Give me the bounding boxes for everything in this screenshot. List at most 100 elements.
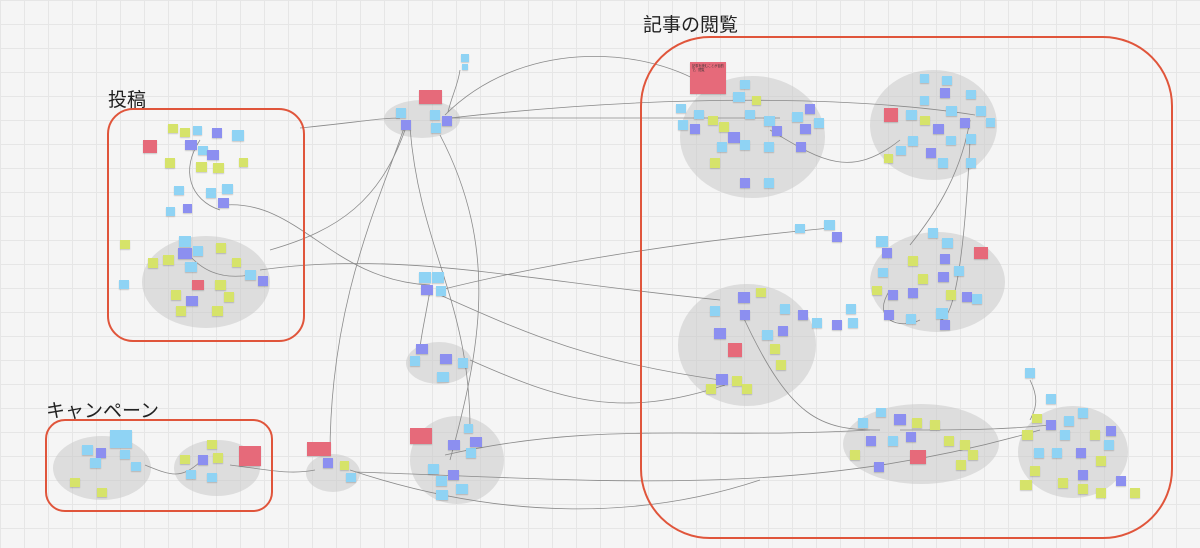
sticky-note[interactable] bbox=[1078, 470, 1088, 480]
sticky-note[interactable] bbox=[207, 150, 219, 160]
sticky-note[interactable] bbox=[430, 110, 440, 120]
sticky-note[interactable] bbox=[131, 462, 141, 471]
sticky-note[interactable] bbox=[814, 118, 824, 128]
sticky-note[interactable] bbox=[180, 455, 190, 464]
sticky-note[interactable] bbox=[884, 108, 898, 122]
sticky-note[interactable] bbox=[762, 330, 773, 340]
sticky-note[interactable] bbox=[410, 356, 420, 366]
sticky-note[interactable] bbox=[764, 142, 774, 152]
sticky-note[interactable] bbox=[906, 432, 916, 442]
sticky-note[interactable] bbox=[1022, 430, 1033, 440]
sticky-note[interactable] bbox=[193, 126, 202, 135]
sticky-note[interactable] bbox=[186, 296, 198, 306]
sticky-note[interactable] bbox=[323, 458, 333, 468]
sticky-note[interactable] bbox=[458, 358, 468, 368]
sticky-note[interactable] bbox=[792, 112, 803, 122]
sticky-note[interactable] bbox=[207, 440, 217, 449]
sticky-note[interactable] bbox=[944, 436, 954, 446]
sticky-note[interactable] bbox=[178, 248, 192, 259]
sticky-note[interactable] bbox=[976, 106, 986, 116]
sticky-note[interactable] bbox=[1060, 430, 1070, 440]
sticky-note[interactable] bbox=[926, 148, 936, 158]
sticky-note[interactable] bbox=[97, 488, 107, 497]
sticky-note[interactable] bbox=[908, 288, 918, 298]
sticky-note[interactable] bbox=[740, 140, 750, 150]
sticky-note[interactable] bbox=[436, 286, 446, 296]
sticky-note[interactable] bbox=[198, 146, 208, 155]
sticky-note[interactable] bbox=[179, 236, 191, 247]
sticky-note[interactable] bbox=[1020, 480, 1032, 490]
sticky-note[interactable] bbox=[778, 326, 788, 336]
sticky-note[interactable] bbox=[946, 136, 956, 145]
sticky-note[interactable] bbox=[848, 318, 858, 328]
sticky-note[interactable] bbox=[824, 220, 835, 230]
sticky-note[interactable] bbox=[676, 104, 686, 113]
sticky-note[interactable] bbox=[1034, 448, 1044, 458]
sticky-note[interactable] bbox=[710, 158, 720, 168]
sticky-note[interactable] bbox=[466, 448, 476, 458]
sticky-note[interactable] bbox=[396, 108, 406, 118]
sticky-note[interactable] bbox=[966, 158, 976, 168]
sticky-note[interactable] bbox=[742, 384, 752, 394]
sticky-note[interactable] bbox=[912, 418, 922, 428]
sticky-note[interactable] bbox=[764, 178, 774, 188]
sticky-note[interactable] bbox=[946, 290, 956, 300]
sticky-note[interactable] bbox=[419, 272, 431, 283]
sticky-note[interactable] bbox=[920, 96, 929, 105]
sticky-note[interactable] bbox=[740, 310, 750, 320]
sticky-note[interactable] bbox=[938, 158, 948, 168]
sticky-note[interactable] bbox=[185, 140, 197, 150]
sticky-note[interactable] bbox=[772, 126, 782, 136]
sticky-note[interactable] bbox=[846, 304, 856, 314]
sticky-note[interactable] bbox=[346, 473, 356, 482]
sticky-note[interactable] bbox=[171, 290, 181, 300]
sticky-note[interactable] bbox=[938, 272, 949, 282]
sticky-note[interactable] bbox=[728, 343, 742, 357]
sticky-note[interactable] bbox=[168, 124, 178, 133]
sticky-note[interactable] bbox=[906, 110, 917, 120]
sticky-note[interactable] bbox=[421, 285, 433, 295]
sticky-note[interactable] bbox=[732, 376, 742, 386]
sticky-note[interactable] bbox=[694, 110, 704, 119]
sticky-note[interactable] bbox=[972, 294, 982, 304]
sticky-note[interactable] bbox=[966, 90, 976, 99]
sticky-note[interactable] bbox=[416, 344, 428, 354]
sticky-note[interactable] bbox=[986, 118, 995, 127]
sticky-note[interactable] bbox=[232, 130, 244, 141]
sticky-note[interactable] bbox=[432, 272, 444, 283]
sticky-note[interactable] bbox=[193, 246, 203, 256]
sticky-note[interactable] bbox=[1096, 488, 1106, 498]
sticky-note[interactable] bbox=[215, 280, 226, 290]
sticky-note[interactable] bbox=[866, 436, 876, 446]
sticky-note[interactable] bbox=[1078, 408, 1088, 418]
sticky-note[interactable] bbox=[728, 132, 740, 143]
group-frame-post[interactable] bbox=[107, 108, 305, 342]
sticky-note[interactable] bbox=[832, 232, 842, 242]
sticky-note[interactable] bbox=[90, 458, 101, 468]
sticky-note[interactable] bbox=[1046, 394, 1056, 404]
sticky-note[interactable] bbox=[756, 288, 766, 297]
sticky-note[interactable] bbox=[258, 276, 268, 286]
sticky-note[interactable] bbox=[192, 280, 204, 290]
sticky-note[interactable] bbox=[448, 440, 460, 450]
sticky-note[interactable] bbox=[198, 455, 208, 465]
sticky-note[interactable] bbox=[884, 154, 893, 163]
sticky-note[interactable] bbox=[796, 142, 806, 152]
sticky-note[interactable] bbox=[1030, 466, 1040, 476]
sticky-note[interactable] bbox=[876, 236, 888, 247]
sticky-note[interactable] bbox=[166, 207, 175, 216]
sticky-note[interactable] bbox=[180, 128, 190, 137]
sticky-note[interactable] bbox=[1090, 430, 1100, 440]
sticky-note[interactable] bbox=[798, 310, 808, 320]
sticky-note[interactable] bbox=[776, 360, 786, 370]
sticky-note[interactable] bbox=[708, 116, 718, 125]
sticky-note[interactable] bbox=[239, 158, 248, 167]
sticky-note[interactable] bbox=[239, 446, 261, 466]
sticky-note[interactable] bbox=[1046, 420, 1056, 430]
sticky-note[interactable] bbox=[401, 120, 411, 130]
sticky-note[interactable] bbox=[888, 290, 898, 300]
sticky-note[interactable] bbox=[110, 430, 132, 448]
sticky-note[interactable] bbox=[906, 314, 916, 324]
sticky-note[interactable] bbox=[436, 476, 447, 486]
